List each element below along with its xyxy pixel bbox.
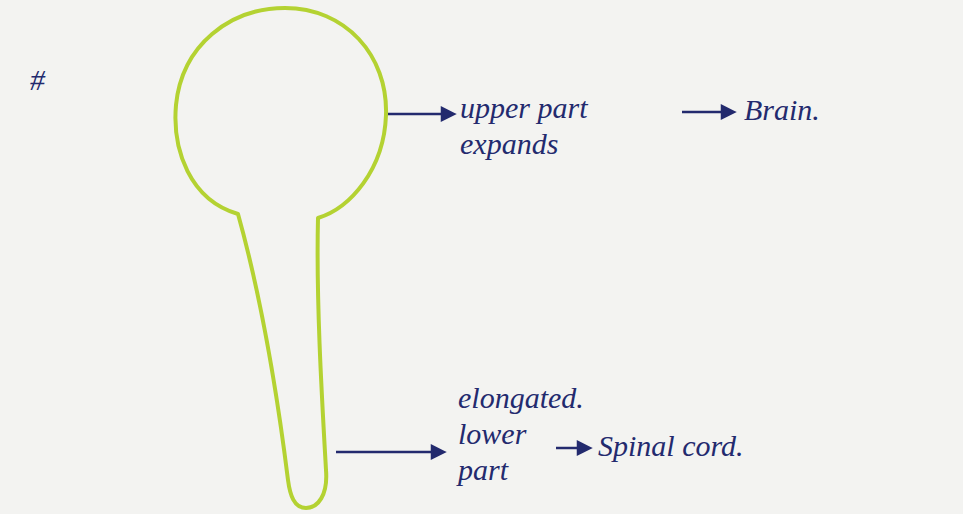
arrow-head bbox=[432, 446, 444, 458]
part-name: Spinal cord. bbox=[598, 428, 744, 464]
neural-tube-outline bbox=[175, 8, 386, 508]
leader-line bbox=[388, 113, 444, 116]
part-name: Brain. bbox=[744, 92, 820, 128]
arrow-head bbox=[578, 442, 590, 454]
leader-line bbox=[556, 447, 580, 450]
leader-line bbox=[336, 451, 434, 454]
section-mark: # bbox=[30, 62, 45, 98]
arrow-head bbox=[442, 108, 454, 120]
arrow-head bbox=[722, 106, 734, 118]
part-note: elongated. lower part bbox=[458, 380, 584, 488]
leader-line bbox=[682, 111, 724, 114]
part-note: upper part expands bbox=[460, 90, 670, 162]
